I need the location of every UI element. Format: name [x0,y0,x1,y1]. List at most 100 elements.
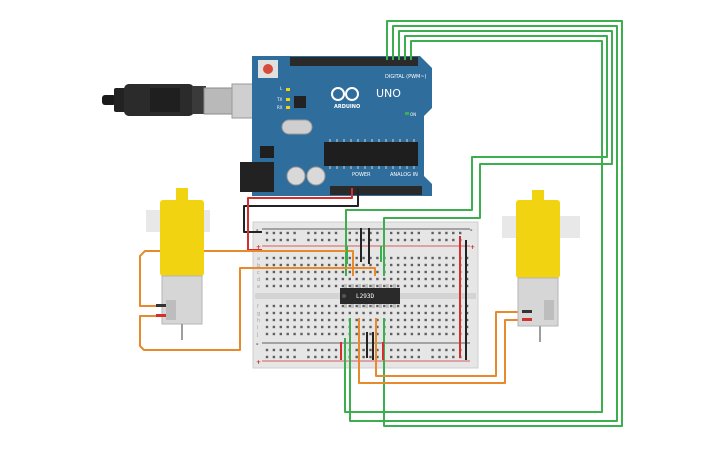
breadboard-hole [424,270,427,274]
breadboard-hole [272,270,276,274]
breadboard-hole [369,256,372,260]
breadboard-hole [314,355,317,359]
wires [139,20,623,427]
breadboard-hole [314,325,317,329]
green-wire [344,40,603,413]
breadboard-hole [334,311,338,315]
breadboard-hole [279,284,282,288]
led-tx [286,98,290,101]
breadboard-hole [438,284,441,288]
breadboard-hole [327,304,331,308]
breadboard-hole [362,304,365,308]
breadboard-hole [286,270,289,274]
breadboard-hole [445,325,448,329]
breadboard-hole [265,256,269,260]
breadboard-hole [390,311,393,315]
rail-plus-sign: + [256,359,261,366]
breadboard-hole [348,238,351,242]
breadboard-hole [424,277,427,281]
breadboard-hole [321,318,324,322]
breadboard-hole [396,238,400,242]
breadboard-hole [452,263,455,267]
breadboard-hole [376,238,379,242]
breadboard-hole [355,348,358,352]
breadboard-hole [293,238,296,242]
breadboard-hole [410,304,414,308]
breadboard-hole [300,284,303,288]
breadboard-hole [272,348,276,352]
breadboard-hole [452,332,455,336]
breadboard-hole [272,263,276,267]
breadboard-hole [272,355,276,359]
breadboard-hole [286,332,289,336]
breadboard-hole [314,348,317,352]
breadboard-hole [417,270,420,274]
breadboard-hole [321,348,324,352]
breadboard-hole [417,263,420,267]
breadboard-hole [417,325,420,329]
breadboard-hole [431,263,434,267]
motor-shaft [502,216,520,238]
breadboard-hole [286,277,289,281]
breadboard-hole [348,256,351,260]
breadboard-hole [307,325,310,329]
breadboard-hole [403,231,407,235]
breadboard-hole [265,284,269,288]
breadboard-hole [327,256,331,260]
breadboard-hole [272,238,276,242]
breadboard-hole [307,332,310,336]
breadboard-hole [314,270,317,274]
breadboard-hole [369,304,372,308]
breadboard-hole [424,284,427,288]
breadboard-hole [279,311,282,315]
breadboard-hole [265,332,269,336]
breadboard-hole [265,231,269,235]
led-on [405,112,409,115]
led-l [286,88,290,91]
breadboard-hole [445,355,448,359]
breadboard-hole [410,256,414,260]
breadboard-hole [293,231,296,235]
breadboard-hole [307,256,310,260]
breadboard-hole [286,256,289,260]
breadboard-hole [403,311,407,315]
breadboard-hole [272,311,276,315]
breadboard-hole [465,311,469,315]
breadboard-hole [307,318,310,322]
breadboard-hole [362,256,365,260]
row-letter: e [257,284,260,290]
breadboard-hole [445,231,448,235]
breadboard-hole [390,332,393,336]
breadboard-hole [272,304,276,308]
breadboard-hole [396,332,400,336]
breadboard-hole [452,304,455,308]
breadboard-hole [410,277,414,281]
breadboard-hole [348,277,351,281]
analog-label: ANALOG IN [390,172,418,178]
breadboard-hole [369,332,372,336]
breadboard-hole [438,263,441,267]
digital-label: DIGITAL (PWM~) [385,74,427,80]
breadboard-hole [341,277,345,281]
breadboard-hole [279,270,282,274]
breadboard-hole [334,318,338,322]
breadboard-hole [334,263,338,267]
orange-wire [375,311,522,377]
breadboard-hole [307,348,310,352]
breadboard-hole [341,318,345,322]
row-letter: f [257,304,259,310]
breadboard-hole [341,304,345,308]
breadboard-hole [410,284,414,288]
dc-motor-left [146,188,210,340]
breadboard-hole [410,231,414,235]
breadboard-hole [376,270,379,274]
breadboard-hole [341,325,345,329]
breadboard-hole [417,238,420,242]
breadboard-hole [431,304,434,308]
breadboard-hole [321,311,324,315]
breadboard-hole [410,238,414,242]
breadboard-hole [396,231,400,235]
breadboard-hole [348,311,351,315]
breadboard-hole [265,355,269,359]
breadboard-hole [445,270,448,274]
